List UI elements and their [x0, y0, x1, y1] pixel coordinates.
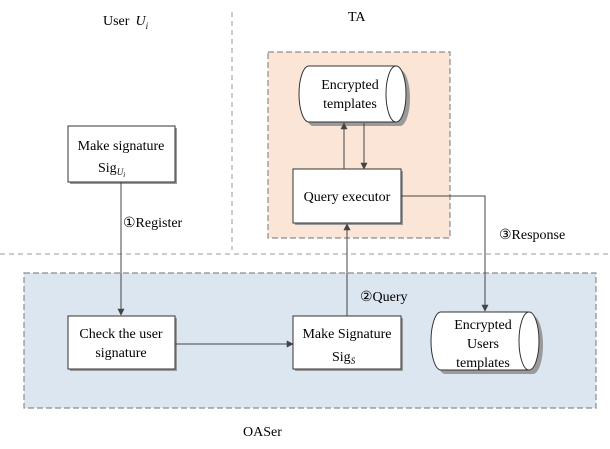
encrypted-users-templates-line2: Users [467, 337, 499, 352]
encrypted-users-templates-cylinder: Encrypted Users templates [430, 311, 543, 374]
encrypted-users-templates-line3: templates [456, 356, 510, 371]
ta-heading: TA [348, 10, 366, 25]
make-signature-server-box: Make Signature SigS [292, 315, 403, 371]
query-label: ②Query [360, 290, 408, 305]
encrypted-users-templates-line1: Encrypted [454, 318, 512, 333]
check-signature-line1: Check the user [79, 327, 163, 342]
check-user-signature-box: Check the user signature [67, 315, 177, 371]
sig-server-label: SigS [332, 350, 356, 366]
make-signature-user-line1: Make signature [78, 139, 165, 154]
sig-user-label: SigUi [98, 161, 125, 179]
make-signature-user-box: Make signature SigUi [67, 125, 177, 184]
query-executor-box: Query executor [292, 168, 403, 225]
make-signature-server-line1: Make Signature [302, 327, 391, 342]
query-executor-label: Query executor [304, 190, 391, 205]
response-arrow [401, 195, 489, 312]
encrypted-templates-cylinder: Encrypted templates [298, 65, 410, 126]
encrypted-templates-line1: Encrypted [321, 78, 379, 93]
check-signature-line2: signature [95, 346, 146, 361]
response-label: ③Response [499, 228, 565, 243]
oaser-heading: OASer [243, 425, 282, 440]
register-label: ①Register [123, 216, 183, 231]
encrypted-templates-line2: templates [323, 97, 377, 112]
